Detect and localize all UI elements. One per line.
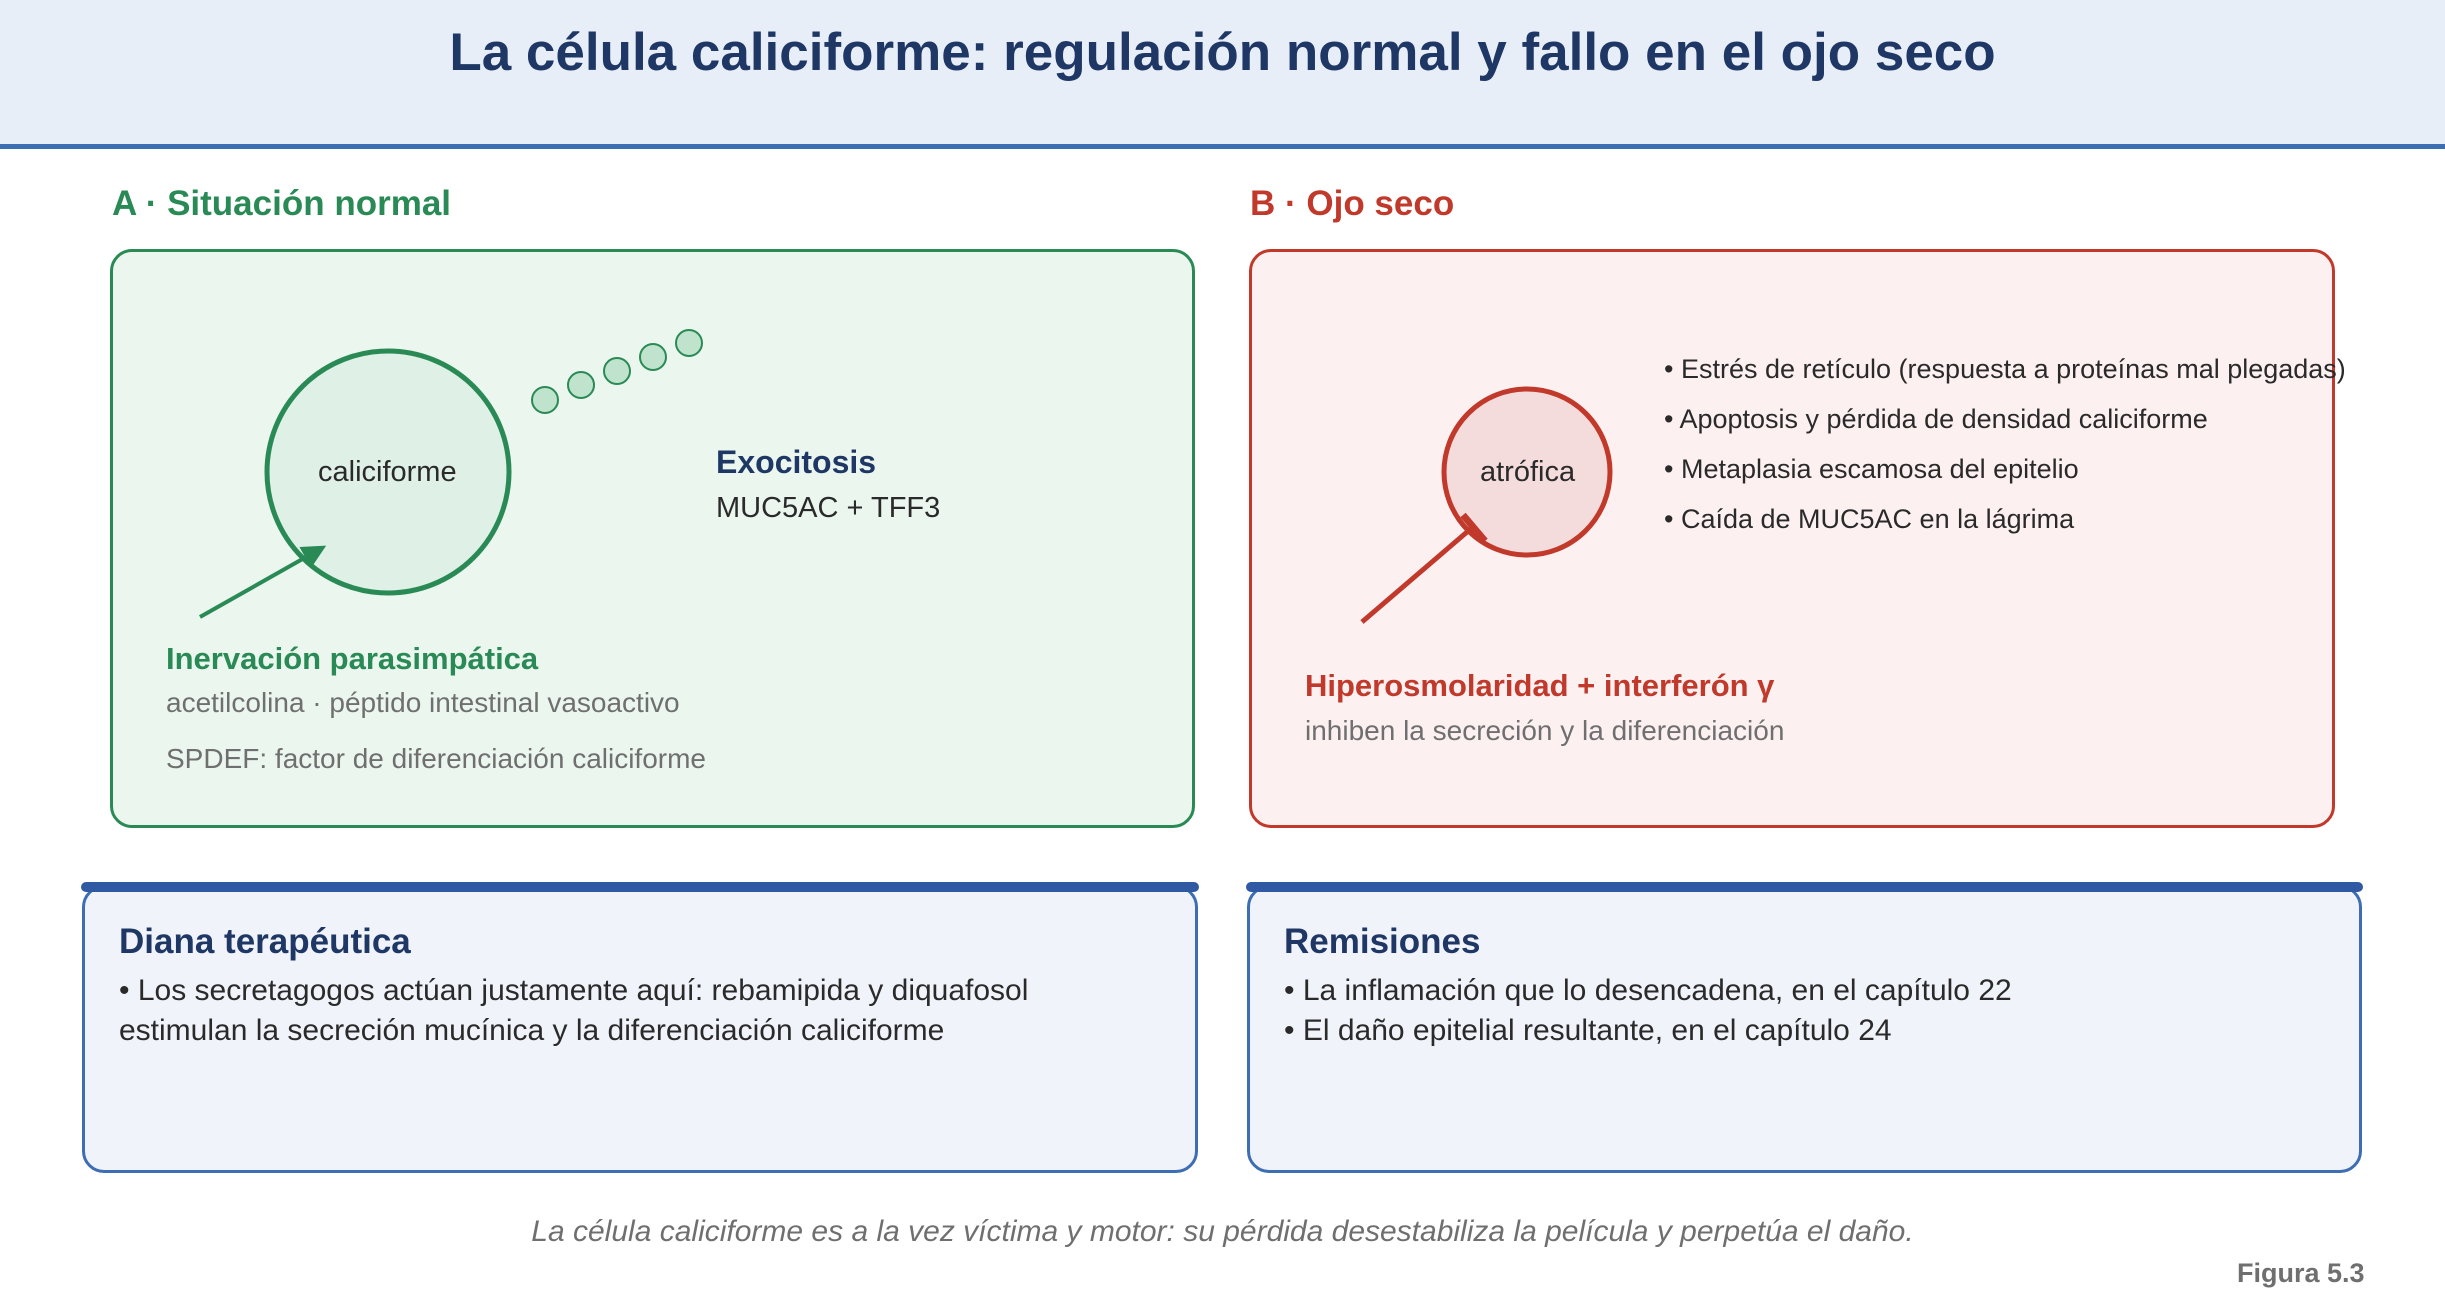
reference-line: • La inflamación que lo desencadena, en … (1284, 974, 2012, 1007)
references-box: Remisiones • La inflamación que lo desen… (1246, 882, 2363, 1173)
therapeutic-target-line: • Los secretagogos actúan justamente aqu… (119, 974, 1029, 1007)
goblet-cell-normal (264, 348, 512, 596)
atrophic-cell-label: atrófica (1480, 456, 1576, 488)
inhibitor-title: Hiperosmolaridad + interferón γ (1305, 668, 1775, 703)
panel-b-heading: B · Ojo seco (1250, 184, 1455, 223)
goblet-cell-atrophic (1441, 386, 1613, 558)
reference-line: • El daño epitelial resultante, en el ca… (1284, 1014, 1892, 1047)
spdef-note: SPDEF: factor de diferenciación calicifo… (166, 743, 706, 774)
panel-a-heading: A · Situación normal (112, 184, 452, 223)
mucin-granule (567, 371, 595, 399)
mucin-granule (603, 357, 631, 385)
references-text: • La inflamación que lo desencadena, en … (1284, 971, 2012, 1051)
dry-eye-bullet: • Caída de MUC5AC en la lágrima (1664, 504, 2075, 534)
mucin-granule (531, 386, 559, 414)
inhibitor-detail: inhiben la secreción y la diferenciación (1305, 715, 1785, 746)
references-heading: Remisiones (1284, 922, 1481, 961)
innervation-detail: acetilcolina · péptido intestinal vasoac… (166, 687, 680, 718)
therapeutic-target-line: estimulan la secreción mucínica y la dif… (119, 1014, 945, 1047)
box-top-bar (81, 882, 1199, 892)
mucin-granule (675, 329, 703, 357)
figure-label: Figura 5.3 (2237, 1258, 2365, 1288)
inhibition-bar (1460, 512, 1488, 544)
goblet-cell-label: caliciforme (318, 456, 457, 488)
stimulation-arrow (199, 545, 327, 619)
exocytosis-title: Exocitosis (716, 444, 877, 480)
therapeutic-target-box: Diana terapéutica • Los secretagogos act… (81, 882, 1199, 1173)
therapeutic-target-heading: Diana terapéutica (119, 922, 411, 961)
page-title: La célula caliciforme: regulación normal… (449, 23, 1996, 82)
dry-eye-bullet: • Apoptosis y pérdida de densidad calici… (1664, 404, 2208, 434)
figure-caption: La célula caliciforme es a la vez víctim… (531, 1215, 1914, 1248)
mucin-granule (639, 343, 667, 371)
therapeutic-target-text: • Los secretagogos actúan justamente aqu… (119, 971, 1028, 1051)
box-top-bar (1246, 882, 2363, 892)
innervation-title: Inervación parasimpática (166, 641, 539, 676)
dry-eye-bullet: • Metaplasia escamosa del epitelio (1664, 454, 2079, 484)
panel-b (1249, 249, 2335, 828)
exocytosis-products: MUC5AC + TFF3 (716, 492, 941, 524)
inhibition-line (1360, 524, 1476, 624)
dry-eye-bullet: • Estrés de retículo (respuesta a proteí… (1664, 354, 2346, 384)
header-banner: La célula caliciforme: regulación normal… (0, 0, 2445, 149)
